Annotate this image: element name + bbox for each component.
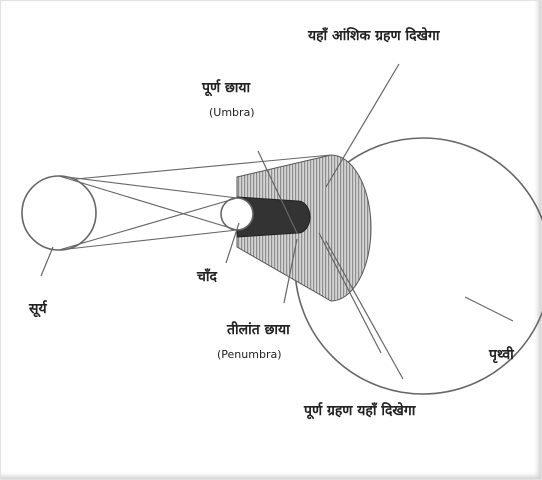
- penumbra-label: तीलांत छाया: [227, 323, 290, 337]
- earth-leader: [465, 297, 513, 321]
- umbra-label: पूर्ण छाया: [202, 81, 250, 95]
- sun-circle: [22, 176, 96, 250]
- moon-circle: [221, 198, 253, 230]
- sun-leader: [41, 247, 53, 276]
- umbra-en-label: (Umbra): [209, 107, 255, 118]
- sun-label: सूर्य: [29, 302, 47, 316]
- moon-label: चाँद: [197, 270, 217, 284]
- partial-eclipse-leader: [326, 64, 399, 187]
- total-eclipse-label: पूर्ण ग्रहण यहाँ दिखेगा: [304, 404, 415, 418]
- penumbra-en-label: (Penumbra): [217, 349, 282, 360]
- earth-label: पृथ्वी: [489, 348, 514, 362]
- partial-eclipse-label: यहाँ आंशिक ग्रहण दिखेगा: [308, 29, 439, 43]
